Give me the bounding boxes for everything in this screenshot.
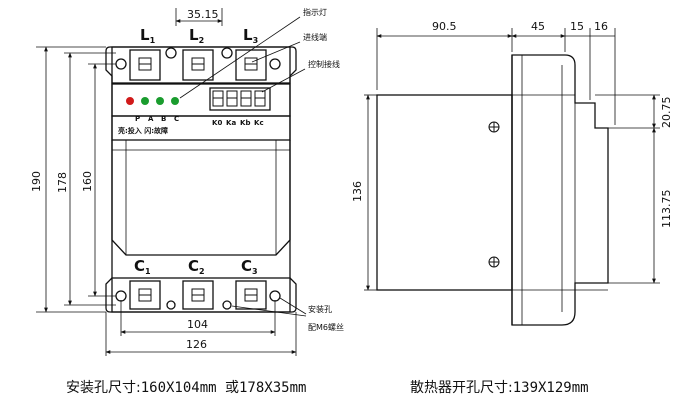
side-heatsink-body — [511, 54, 609, 326]
terminal-label-c2: C2 — [188, 257, 205, 276]
indicator-light-a — [141, 97, 149, 105]
terminal-label-l1: L1 — [140, 26, 156, 45]
caption-heatsink-size: 散热器开孔尺寸:139X129mm — [410, 380, 589, 396]
dim-178: 178 — [56, 172, 69, 193]
dim-104: 104 — [187, 318, 208, 331]
control-terminal-kc: Kc — [254, 119, 264, 127]
panel-label-p: P — [135, 115, 140, 123]
indicator-panel — [111, 83, 291, 117]
side-screw-top — [488, 121, 500, 133]
terminal-label-c3: C3 — [241, 257, 258, 276]
top-terminal-screws — [138, 57, 258, 71]
body-window — [111, 140, 291, 256]
front-body-outline — [105, 46, 297, 313]
dim-126: 126 — [186, 338, 207, 351]
mount-hole-bottom-left — [115, 290, 127, 302]
dim-35-15: 35.15 — [187, 8, 219, 21]
panel-label-b: B — [161, 115, 166, 123]
legend-text: 亮:投入 闪:故障 — [118, 126, 168, 135]
top-terminal-block-3 — [235, 49, 267, 81]
annotation-screw: 配M6螺丝 — [308, 322, 344, 332]
annotation-indicator: 指示灯 — [303, 7, 327, 17]
front-labels: 35.15 L1 L2 L3 P A B C 亮:投入 闪:故障 K0 Ka K… — [30, 7, 344, 351]
side-view — [376, 54, 609, 326]
mount-hole-top-left — [115, 58, 127, 70]
side-screw-bottom — [488, 256, 500, 268]
dim-45: 45 — [531, 20, 545, 33]
bottom-terminal-strip — [111, 277, 291, 313]
annotation-mount-hole: 安装孔 — [308, 304, 332, 314]
dim-90-5: 90.5 — [432, 20, 457, 33]
dim-16: 16 — [594, 20, 608, 33]
indicator-lights — [126, 97, 179, 105]
annotation-wiring: 进线端 — [303, 32, 327, 42]
terminal-label-l2: L2 — [189, 26, 204, 45]
dim-20-75: 20.75 — [660, 97, 673, 129]
dim-190: 190 — [30, 171, 43, 192]
terminal-label-c1: C1 — [134, 257, 151, 276]
control-terminal-block — [209, 87, 271, 111]
top-terminal-block-1 — [129, 49, 161, 81]
top-terminal-strip — [111, 46, 291, 84]
mount-hole-bottom-left-2 — [166, 300, 176, 310]
indicator-light-b — [156, 97, 164, 105]
indicator-light-c — [171, 97, 179, 105]
dim-15: 15 — [570, 20, 584, 33]
bottom-terminal-block-1 — [129, 280, 161, 310]
panel-label-a: A — [148, 115, 154, 123]
front-dimension-lines — [36, 8, 307, 356]
side-dimension-lines — [364, 28, 660, 291]
label-band — [111, 115, 291, 141]
control-terminal-kb: Kb — [240, 119, 250, 127]
indicator-light-p — [126, 97, 134, 105]
side-base-plate — [376, 94, 513, 291]
side-labels: 90.5 45 15 16 136 20.75 113.75 — [351, 20, 673, 228]
mount-hole-top-right-2 — [221, 47, 233, 59]
panel-label-c: C — [174, 115, 179, 123]
terminal-label-l3: L3 — [243, 26, 258, 45]
dim-136: 136 — [351, 181, 364, 202]
mount-hole-bottom-right-2 — [222, 300, 232, 310]
mount-hole-bottom-right — [269, 290, 281, 302]
control-terminal-screws — [212, 90, 266, 107]
top-terminal-block-2 — [182, 49, 214, 81]
dim-160: 160 — [81, 171, 94, 192]
bottom-terminal-screws — [138, 288, 258, 302]
control-terminal-ka: Ka — [226, 119, 236, 127]
front-view — [105, 46, 297, 313]
bottom-terminal-block-3 — [235, 280, 267, 310]
bottom-terminal-block-2 — [182, 280, 214, 310]
mount-hole-top-left-2 — [165, 47, 177, 59]
captions: 安装孔尺寸:160X104mm 或178X35mm 散热器开孔尺寸:139X12… — [66, 380, 589, 396]
dim-113-75: 113.75 — [660, 190, 673, 229]
control-terminal-k0: K0 — [212, 119, 222, 127]
caption-mount-size: 安装孔尺寸:160X104mm 或178X35mm — [66, 380, 306, 396]
mount-hole-top-right — [269, 58, 281, 70]
annotation-control: 控制接线 — [308, 59, 340, 69]
